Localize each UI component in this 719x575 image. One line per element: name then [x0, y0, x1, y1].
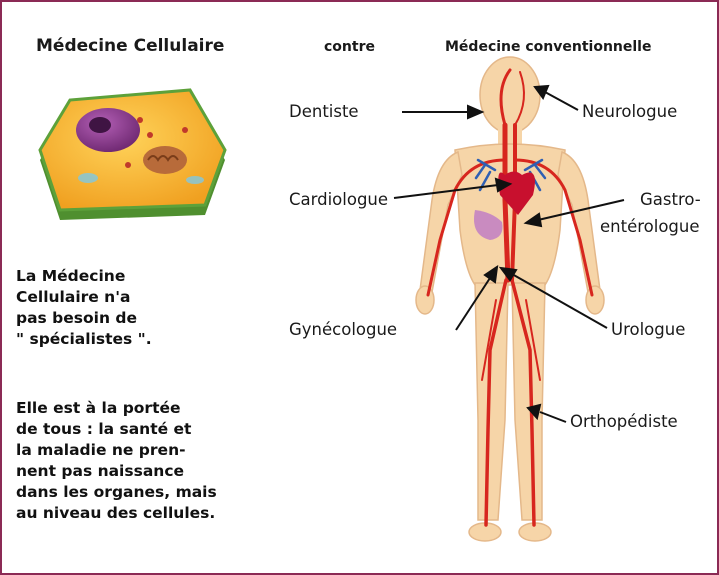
paragraph-cellular-level: Elle est à la portée de tous : la santé …: [16, 398, 217, 524]
paragraph-line: la maladie ne pren-: [16, 440, 217, 461]
label-urologue: Urologue: [611, 320, 685, 339]
label-orthopediste: Orthopédiste: [570, 412, 678, 431]
arrow-neurologue: [535, 86, 578, 110]
label-gastro-line2: entérologue: [600, 217, 700, 236]
arrow-dentiste: [402, 106, 482, 118]
human-body-illustration: [416, 57, 604, 541]
paragraph-line: dans les organes, mais: [16, 482, 217, 503]
paragraph-line: " spécialistes ".: [16, 329, 152, 350]
paragraph-no-specialists: La Médecine Cellulaire n'a pas besoin de…: [16, 266, 152, 350]
label-neurologue: Neurologue: [582, 102, 677, 121]
paragraph-line: pas besoin de: [16, 308, 152, 329]
paragraph-line: nent pas naissance: [16, 461, 217, 482]
paragraph-line: Cellulaire n'a: [16, 287, 152, 308]
label-dentiste: Dentiste: [289, 102, 359, 121]
paragraph-line: La Médecine: [16, 266, 152, 287]
label-gastro-line1: Gastro-: [640, 190, 701, 209]
label-cardiologue: Cardiologue: [289, 190, 388, 209]
cell-illustration: [40, 90, 225, 220]
paragraph-line: Elle est à la portée: [16, 398, 217, 419]
label-gynecologue: Gynécologue: [289, 320, 397, 339]
paragraph-line: au niveau des cellules.: [16, 503, 217, 524]
paragraph-line: de tous : la santé et: [16, 419, 217, 440]
